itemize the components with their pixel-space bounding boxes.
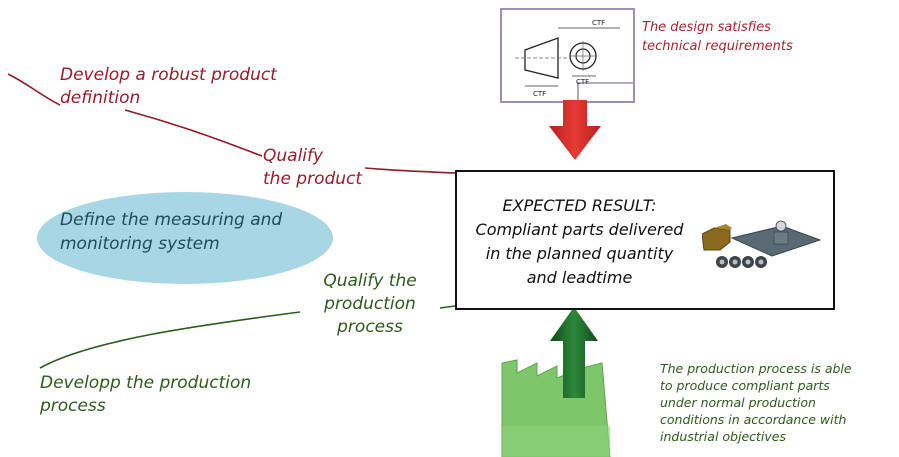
mechanical-parts-icon	[702, 220, 822, 268]
note-line: technical requirements	[642, 39, 793, 54]
drawing-tag: CTF	[576, 78, 589, 86]
note-line: under normal production	[660, 395, 816, 410]
label-line: the product	[263, 169, 363, 189]
drawing-tag: CTF	[592, 19, 605, 27]
label-qualify-product: Qualify the product	[263, 145, 362, 191]
result-heading: EXPECTED RESULT:	[502, 196, 657, 215]
label-line: process	[40, 396, 106, 416]
label-line: Qualify the	[323, 271, 417, 291]
connector-robust-to-qualify	[7, 73, 263, 157]
result-line: Compliant parts delivered	[475, 220, 684, 239]
label-define-measuring-system: Define the measuring and monitoring syst…	[60, 208, 282, 256]
red-arrow-icon	[549, 100, 601, 160]
label-line: production	[324, 294, 416, 314]
technical-drawing-icon: CTF CTF CTF	[500, 8, 635, 103]
label-line: Develop a robust product	[60, 65, 277, 85]
connector-process-to-result	[439, 305, 456, 309]
note-line: industrial objectives	[660, 429, 786, 444]
green-arrow-icon	[550, 307, 598, 398]
connector-qualify-to-result	[364, 167, 456, 174]
label-qualify-production-process: Qualify the production process	[300, 270, 440, 339]
label-line: Developp the production	[40, 373, 252, 393]
note-line: The production process is able	[660, 361, 852, 376]
label-line: Qualify	[263, 146, 324, 166]
label-develop-production-process: Developp the production process	[40, 372, 251, 418]
note-line: to produce compliant parts	[660, 378, 830, 393]
label-line: definition	[60, 88, 141, 108]
drawing-tag: CTF	[533, 90, 546, 98]
label-line: Define the measuring and	[60, 210, 283, 230]
note-line: conditions in accordance with	[660, 412, 847, 427]
result-line: and leadtime	[526, 268, 633, 287]
note-production-process-able: The production process is able to produc…	[660, 360, 852, 445]
note-design-satisfies: The design satisfies technical requireme…	[642, 18, 793, 56]
note-line: The design satisfies	[642, 20, 771, 35]
label-line: process	[337, 317, 403, 337]
result-line: in the planned quantity	[485, 244, 674, 263]
expected-result-box: EXPECTED RESULT: Compliant parts deliver…	[455, 170, 835, 310]
connector-develop-to-qualify	[39, 311, 301, 369]
label-line: monitoring system	[60, 234, 220, 254]
label-develop-robust-product: Develop a robust product definition	[60, 64, 277, 110]
measuring-system-ellipse	[37, 192, 333, 284]
